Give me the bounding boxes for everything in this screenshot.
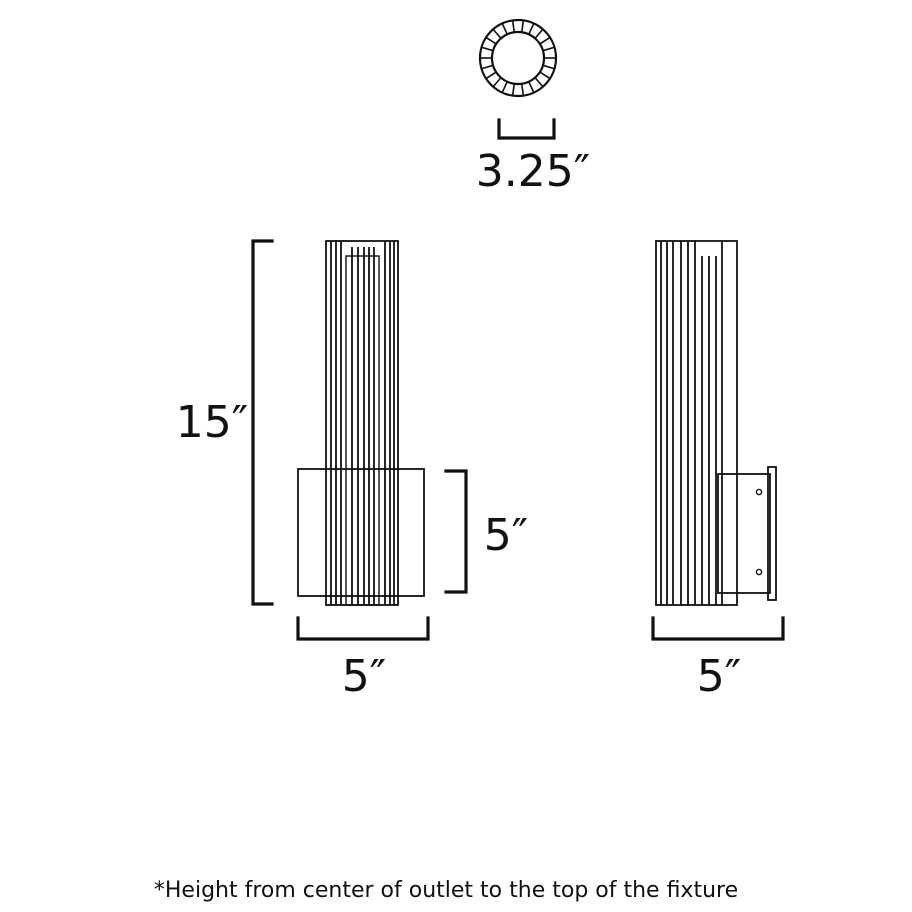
top-fin-line [485,71,497,80]
side-depth-label: 5″ [697,651,741,702]
front-fin-lines [330,241,395,605]
front-inner-cylinder [345,255,380,606]
top-fin-line [485,36,497,45]
front-backplate [297,468,425,597]
top-fin-line [481,46,494,52]
front-width-bracket [296,616,430,641]
footnote: *Height from center of outlet to the top… [154,878,738,903]
top-width-bracket [497,118,556,140]
top-fin-line [492,77,502,88]
top-fin-line [542,46,555,52]
top-fin-line [539,71,551,80]
side-view [655,240,777,606]
top-fin-line [501,81,508,93]
side-mounting-bracket [717,473,771,594]
top-diameter-label: 3.25″ [476,146,590,197]
top-fin-line [542,64,555,70]
top-view [478,18,558,98]
top-fin-line [511,20,516,33]
side-fin-lines [660,241,723,605]
top-fin-line [520,83,525,96]
top-fin-line [481,64,494,70]
height-label: 15″ [176,397,248,448]
top-fin-line [534,77,544,88]
top-fin-line [511,83,516,96]
side-depth-bracket [651,616,785,641]
top-fin-line [528,23,535,35]
height-bracket [251,239,274,606]
front-width-label: 5″ [342,651,386,702]
backplate-height-label: 5″ [484,510,528,561]
top-fin-line [539,36,551,45]
side-fin-body [655,240,738,606]
top-fin-line [520,20,525,33]
lower-screw-icon [755,568,763,576]
top-fin-line [501,23,508,35]
top-view-inner-ring [490,30,546,86]
front-view [297,240,425,606]
upper-screw-icon [755,488,763,496]
top-fin-line [492,28,502,39]
backplate-bracket [444,469,468,594]
top-fin-line [534,28,544,39]
side-wall-plate [767,466,777,601]
top-fin-line [528,81,535,93]
top-view-fins [480,20,556,96]
